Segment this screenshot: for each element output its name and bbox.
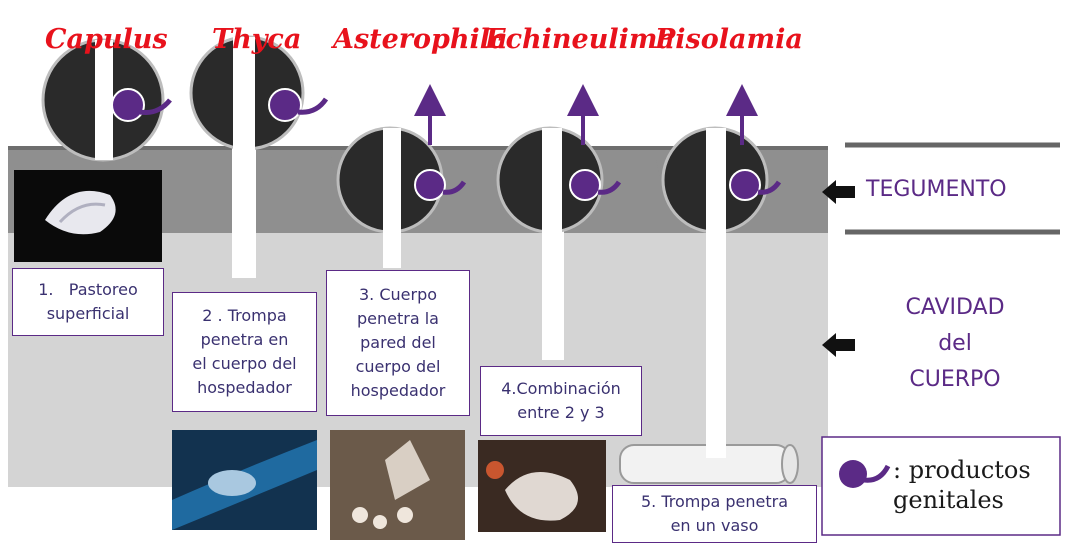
cavidad-arrow-icon	[822, 333, 855, 357]
label-cavidad-line: CAVIDAD	[905, 295, 1005, 320]
caption-number: 1.	[38, 280, 54, 299]
caption-text: Trompa penetra en un vaso	[661, 492, 789, 535]
photo-thyca	[172, 430, 317, 530]
label-tegumento: TEGUMENTO	[866, 177, 1007, 202]
caption-box-2: 2 . Trompa penetra en el cuerpo del hosp…	[172, 292, 317, 412]
photo-asterophila	[330, 430, 465, 540]
caption-number: 2 .	[202, 306, 223, 325]
genus-capulus: Capulus	[45, 24, 168, 55]
photo-capulus	[14, 170, 162, 262]
genus-asterophila: Asterophila	[333, 24, 508, 55]
snail-capulus	[41, 38, 172, 162]
caption-number: 3.	[358, 285, 375, 304]
caption-text: Pastoreo superficial	[46, 280, 138, 323]
caption-box-5: 5. Trompa penetra en un vaso	[612, 485, 817, 543]
host-vessel	[619, 444, 799, 484]
genus-pisolamia: Pisolamia	[655, 24, 803, 55]
label-cavidad-line: del	[938, 331, 972, 356]
caption-number: 5.	[640, 492, 657, 511]
caption-number: 4.	[501, 379, 517, 398]
genital-products-icon	[839, 460, 891, 488]
label-cavidad-line: CUERPO	[909, 367, 1001, 392]
snail-thyca	[189, 35, 329, 278]
genus-thyca: Thyca	[212, 24, 302, 55]
label-cavidad: CAVIDAD del CUERPO	[880, 290, 1030, 398]
genus-echineulima: Echineulima	[485, 24, 675, 55]
snail-pisolamia	[661, 84, 782, 458]
caption-box-4: 4.Combinación entre 2 y 3	[480, 366, 642, 436]
photo-echineulima	[478, 440, 606, 532]
caption-box-3: 3. Cuerpo penetra la pared del cuerpo de…	[326, 270, 470, 416]
legend-box	[821, 436, 1061, 536]
legend-text: : productos genitales	[893, 456, 1031, 514]
caption-text: Trompa penetra en el cuerpo del hospedad…	[192, 306, 297, 397]
snail-echineulima	[496, 84, 622, 360]
snail-asterophila	[336, 84, 467, 268]
tegumento-arrow-icon	[822, 180, 855, 204]
caption-text: Combinación entre 2 y 3	[516, 379, 621, 422]
caption-box-1: 1. Pastoreo superficial	[12, 268, 164, 336]
caption-text: Cuerpo penetra la pared del cuerpo del h…	[350, 285, 446, 400]
